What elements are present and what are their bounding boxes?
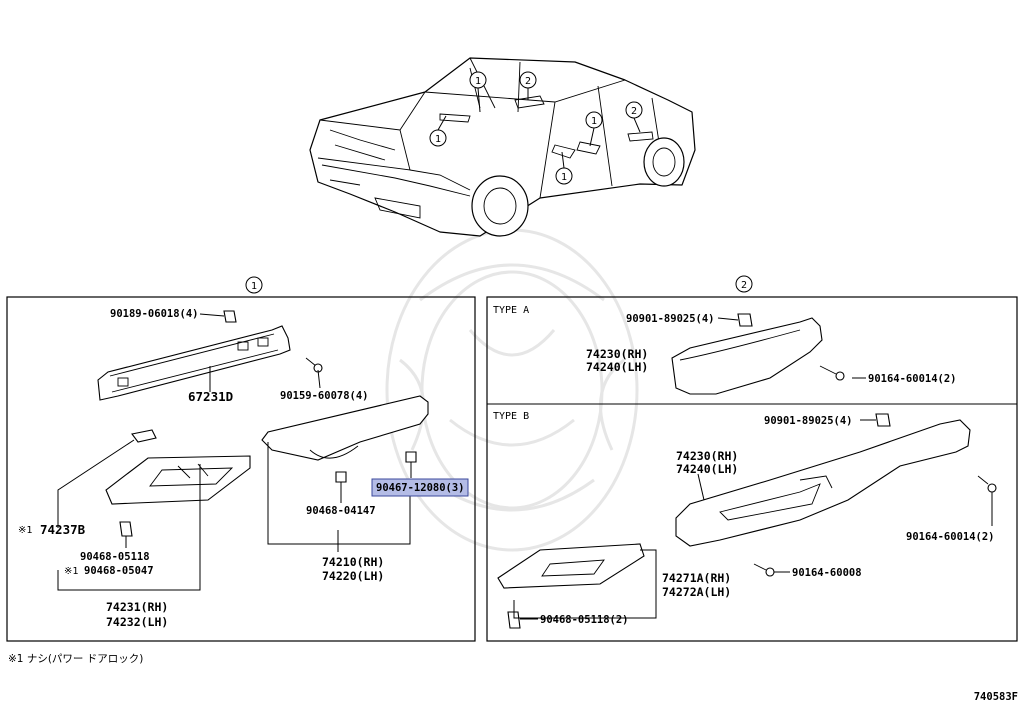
label-90467-12080[interactable]: 90467-12080(3) (376, 482, 465, 494)
screw-90164-b2 (977, 475, 997, 493)
clip-90901-a (737, 313, 753, 327)
car-callouts: 1 2 1 1 1 2 (429, 71, 643, 185)
clip-90468-04147 (335, 471, 347, 483)
label-b-90468-05118: 90468-05118(2) (540, 614, 629, 626)
label-90468-05047-mark: ※1 (64, 566, 78, 577)
car-callout-1d: 1 (561, 172, 567, 183)
assist-grip-type-a (671, 317, 823, 395)
label-b-90164-60008: 90164-60008 (792, 567, 862, 579)
label-90189-06018: 90189-06018(4) (110, 308, 199, 320)
label-90468-05118: 90468-05118 (80, 551, 150, 563)
switch-housing-74271a (497, 543, 645, 589)
clip-90901-b (875, 413, 891, 427)
screw-90164-b (753, 563, 775, 577)
label-a-74230: 74230(RH) (586, 347, 648, 361)
label-b-74271a: 74271A(RH) (662, 571, 731, 585)
label-a-90901-89025: 90901-89025(4) (626, 313, 715, 325)
part-90467-highlight[interactable] (371, 478, 469, 497)
label-67231d: 67231D (188, 389, 233, 404)
clip-90189 (223, 310, 237, 323)
label-b-74230: 74230(RH) (676, 449, 738, 463)
label-b-74240: 74240(LH) (676, 462, 738, 476)
switch-housing-74231 (105, 455, 251, 505)
footnote: ※1 ナシ(パワー ドアロック) (8, 653, 143, 665)
watermark-emblem (385, 228, 639, 552)
label-a-90164-60014: 90164-60014(2) (868, 373, 957, 385)
panel-2-leaders (513, 317, 993, 620)
trim-rail-67231d (97, 325, 291, 401)
label-74237b: 74237B (40, 522, 86, 537)
panel-1-leaders (57, 313, 412, 591)
car-callout-1c: 1 (591, 116, 597, 127)
panel-2-frame (486, 296, 1018, 642)
assist-grip-type-b (675, 419, 971, 547)
label-90468-05047: 90468-05047 (84, 565, 154, 577)
section-callout-2: 2 (741, 280, 747, 291)
screw-90159 (305, 357, 323, 373)
type-b-title: TYPE B (493, 411, 529, 422)
label-74237b-mark: ※1 (18, 525, 32, 536)
label-74232: 74232(LH) (106, 615, 168, 629)
label-90468-04147: 90468-04147 (306, 505, 376, 517)
label-b-90164-60014: 90164-60014(2) (906, 531, 995, 543)
label-74231: 74231(RH) (106, 600, 168, 614)
clip-90467 (405, 451, 417, 463)
label-74210: 74210(RH) (322, 555, 384, 569)
type-a-title: TYPE A (493, 305, 529, 316)
panel-1-frame (6, 296, 476, 642)
pull-handle-74210 (261, 395, 429, 461)
car-callout-1b: 1 (435, 134, 441, 145)
label-b-90901-89025: 90901-89025(4) (764, 415, 853, 427)
section-callout-1: 1 (251, 281, 257, 292)
screw-90164-a (819, 365, 845, 381)
clip-90468-05118 (119, 521, 133, 537)
car-illustration (309, 57, 696, 237)
clip-90468-b (507, 611, 521, 629)
car-callout-2b: 2 (631, 106, 637, 117)
button-74237b (131, 429, 157, 443)
car-callout-2a: 2 (525, 76, 531, 87)
label-74220: 74220(LH) (322, 569, 384, 583)
diagram-code: 740583F (974, 691, 1018, 703)
label-b-74272a: 74272A(LH) (662, 585, 731, 599)
label-a-74240: 74240(LH) (586, 360, 648, 374)
car-callout-1a: 1 (475, 76, 481, 87)
label-90159-60078: 90159-60078(4) (280, 390, 369, 402)
